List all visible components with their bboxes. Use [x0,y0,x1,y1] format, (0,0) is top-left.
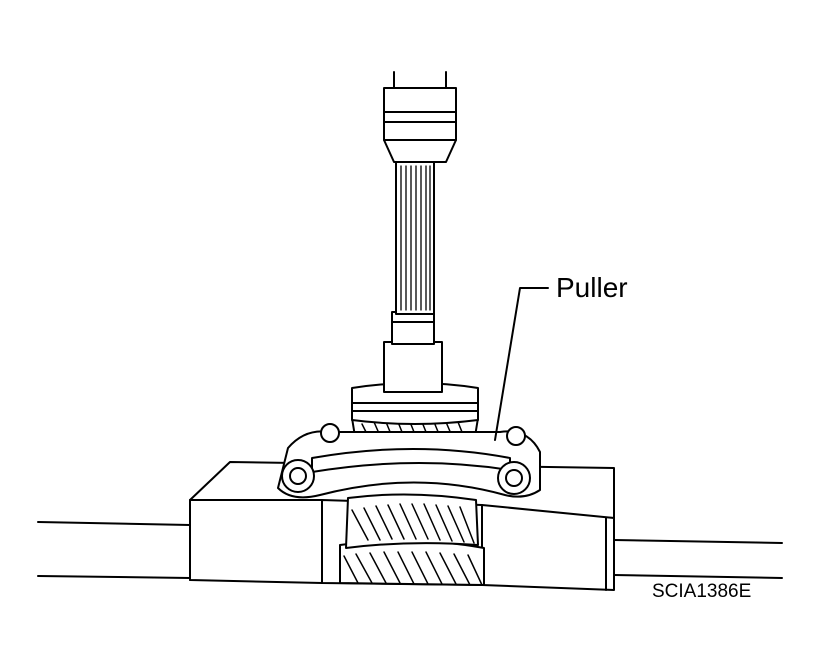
press-ram [383,71,457,163]
puller-label: Puller [556,272,628,303]
puller [277,423,541,499]
splined-shaft [395,161,435,315]
shaft-collar [383,311,443,393]
lower-gear [339,493,485,586]
figure-id-label: SCIA1386E [652,581,751,602]
puller-leader-line [494,287,549,441]
bench-lines [37,521,783,579]
